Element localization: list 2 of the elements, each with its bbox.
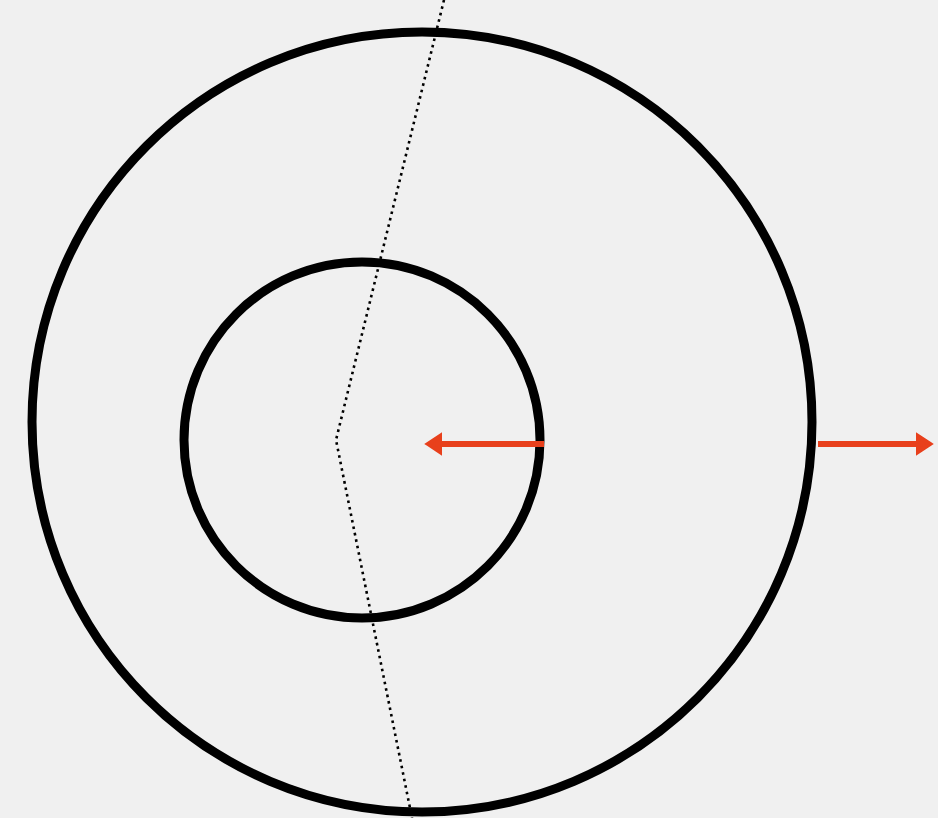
circle-outline	[179, 257, 545, 623]
circle-outline	[27, 27, 817, 817]
